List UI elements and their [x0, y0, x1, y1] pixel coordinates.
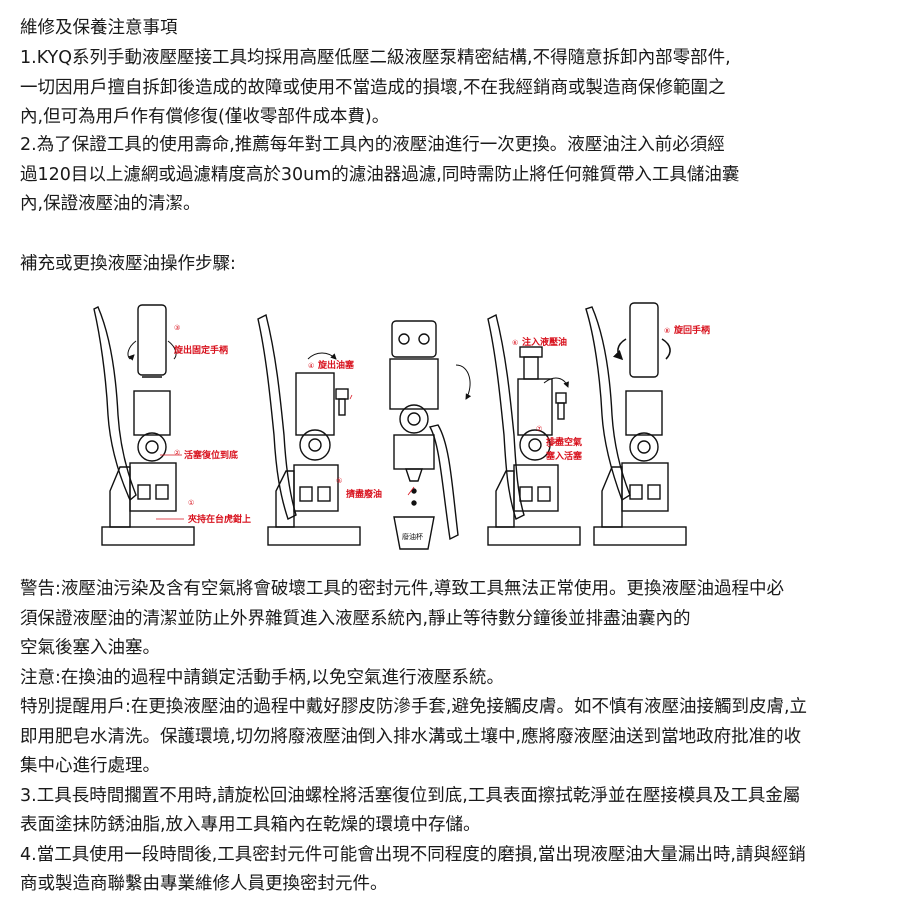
paragraph-line: 內,但可為用戶作有償修復(僅收零部件成本費)。 [20, 107, 390, 127]
paragraph-line: 須保證液壓油的清潔並防止外界雜質進入液壓系統內,靜止等待數分鐘後並排盡油囊內的 [20, 608, 691, 629]
callout-label: 塞入活塞 [546, 450, 583, 462]
callout-label: 排盡空氣 [546, 436, 582, 448]
tool-step-3 [389, 320, 472, 550]
callout-number: ① [188, 499, 194, 507]
warning-section: 警告:液壓油污染及含有空氣將會破壞工具的密封元件,導致工具無法正常使用。更換液壓… [20, 575, 890, 900]
paragraph-line: 集中心進行處理。 [20, 756, 160, 776]
tool-step-5 [585, 302, 687, 546]
paragraph-line: 2.為了保證工具的使用壽命,推薦每年對工具內的液壓油進行一次更換。液壓油注入前必… [20, 135, 725, 155]
callout-number: ⑧ [664, 327, 670, 335]
paragraph-line: 空氣後塞入油塞。 [20, 638, 160, 658]
callout-label: 旋出油塞 [317, 359, 355, 371]
item-2-paragraph: 2.為了保證工具的使用壽命,推薦每年對工具內的液壓油進行一次更換。液壓油注入前必… [20, 131, 890, 220]
paragraph-line: 內,保證液壓油的清潔。 [20, 194, 201, 214]
paragraph-line: 3.工具長時間擱置不用時,請旋松回油螺栓將活塞復位到底,工具表面擦拭乾淨並在壓接… [20, 785, 801, 806]
paragraph-line: 4.當工具使用一段時間後,工具密封元件可能會出現不同程度的磨損,當出現液壓油大量… [20, 844, 806, 865]
callout-label: 注入液壓油 [522, 336, 567, 348]
item-1-paragraph: 1.KYQ系列手動液壓壓接工具均採用高壓低壓二級液壓泵精密結構,不得隨意拆卸內部… [20, 44, 890, 133]
callout-number: ② [174, 449, 180, 457]
tool-step-1 [93, 304, 195, 546]
notice-title: 維修及保養注意事項 [20, 14, 890, 44]
title-text: 維修及保養注意事項 [20, 18, 178, 38]
steps-heading: 補充或更換液壓油操作步驟: [20, 250, 890, 280]
paragraph-line: 特別提醒用戶:在更換液壓油的過程中戴好膠皮防滲手套,避免接觸皮膚。如不慎有液壓油… [20, 697, 808, 717]
steps-heading-text: 補充或更換液壓油操作步驟: [20, 254, 236, 274]
callout-label: 活塞復位到底 [184, 449, 238, 461]
tool-step-4 [487, 313, 581, 546]
paragraph-line: 1.KYQ系列手動液壓壓接工具均採用高壓低壓二級液壓泵精密結構,不得隨意拆卸內部… [20, 48, 731, 68]
oil-change-illustration: ③ 旋出固定手柄 ② 活塞復位到底 ① 夾持在台虎鉗上 ④ 旋出油塞 ⑤ 擠盡廢… [90, 295, 730, 565]
paragraph-line: 一切因用戶擅自拆卸後造成的故障或使用不當造成的損壞,不在我經銷商或製造商保修範圍… [20, 77, 726, 98]
callout-number: ③ [174, 324, 180, 332]
callout-number: ⑤ [336, 477, 342, 485]
tool-step-2 [257, 313, 361, 546]
paragraph-line: 商或製造商聯繫由專業維修人員更換密封元件。 [20, 874, 388, 894]
paragraph-line: 警告:液壓油污染及含有空氣將會破壞工具的密封元件,導致工具無法正常使用。更換液壓… [20, 579, 784, 599]
callout-number: ④ [308, 362, 314, 370]
paragraph-line: 過120目以上濾網或過濾精度高於30um的濾油器過濾,同時需防止將任何雜質帶入工… [20, 164, 740, 185]
callout-number: ⑦ [536, 425, 542, 433]
callout-number: ⑥ [512, 339, 518, 347]
paragraph-line: 即用肥皂水清洗。保護環境,切勿將廢液壓油倒入排水溝或土壤中,應將廢液壓油送到當地… [20, 726, 802, 747]
waste-oil-cup-label: 廢油杯 [402, 532, 423, 541]
callout-leaders [156, 394, 561, 520]
paragraph-line: 表面塗抹防銹油脂,放入專用工具箱內在乾燥的環境中存儲。 [20, 815, 481, 835]
paragraph-line: 注意:在換油的過程中請鎖定活動手柄,以免空氣進行液壓系統。 [20, 667, 504, 688]
callout-label: 擠盡廢油 [346, 488, 382, 500]
callout-label: 旋出固定手柄 [173, 344, 228, 356]
oil-change-diagram: ③ 旋出固定手柄 ② 活塞復位到底 ① 夾持在台虎鉗上 ④ 旋出油塞 ⑤ 擠盡廢… [93, 302, 710, 550]
callout-label: 旋回手柄 [673, 324, 710, 336]
callout-label: 夾持在台虎鉗上 [188, 513, 251, 525]
